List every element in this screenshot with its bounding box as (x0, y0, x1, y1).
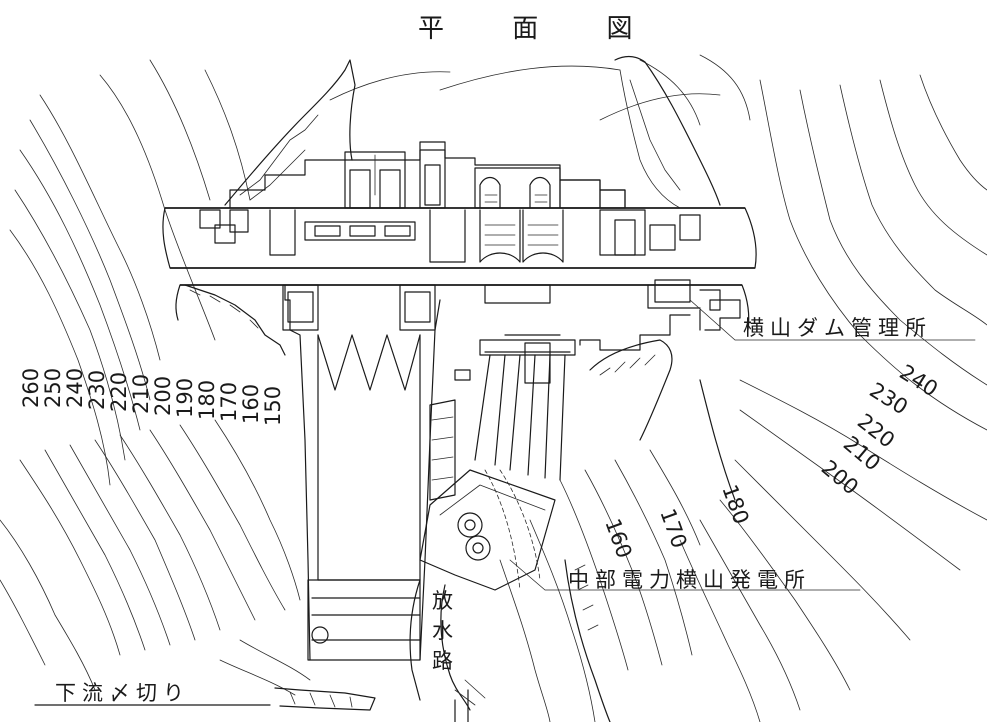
spillway-body (184, 284, 551, 661)
upper-dam-structure (199, 141, 701, 263)
contour-label-190: 190 (173, 378, 197, 418)
office-leader-line (689, 299, 976, 341)
contour-label-150: 150 (261, 386, 285, 426)
power-station-leader-line (509, 559, 861, 591)
contour-label-170: 170 (217, 382, 241, 422)
contour-label-c160: 160 (600, 516, 636, 562)
left-ridge (224, 59, 356, 206)
contour-label-c180: 180 (717, 482, 753, 528)
svg-text:放: 放 (432, 589, 459, 613)
power-station-label: 中部電力横山発電所 (568, 568, 811, 592)
contour-label-250: 250 (41, 368, 65, 408)
outlet-channel (409, 579, 486, 722)
contour-label-180: 180 (195, 380, 219, 420)
contour-label-220: 220 (107, 372, 131, 412)
management-office-building (647, 279, 741, 331)
office-label: 横山ダム管理所 (743, 316, 932, 340)
dam-crest-road (162, 207, 757, 331)
outlet-channel-label: 放 水 路 (432, 589, 459, 673)
contour-label-160: 160 (239, 384, 263, 424)
contour-label-210: 210 (129, 374, 153, 414)
drawing-title: 平 面 図 (418, 14, 663, 44)
terrain-contours (0, 54, 987, 722)
left-contour-labels: 260 250 240 230 220 210 200 190 180 170 … (19, 368, 285, 426)
contour-label-c170: 170 (655, 506, 691, 552)
downstream-cofferdam-label: 下流〆切り (55, 681, 190, 705)
contour-label-260: 260 (19, 368, 43, 408)
svg-text:水: 水 (432, 619, 459, 643)
right-contour-labels: 240 230 220 210 200 (817, 360, 942, 500)
center-contour-labels: 180 170 160 (600, 482, 753, 562)
contour-label-230: 230 (85, 370, 109, 410)
contour-label-200: 200 (151, 376, 175, 416)
power-station (419, 314, 691, 591)
contour-label-240: 240 (63, 368, 87, 408)
right-ridge (614, 55, 721, 209)
right-bank-terrain (564, 339, 736, 722)
downstream-cofferdam (34, 687, 376, 711)
svg-text:路: 路 (432, 649, 459, 673)
